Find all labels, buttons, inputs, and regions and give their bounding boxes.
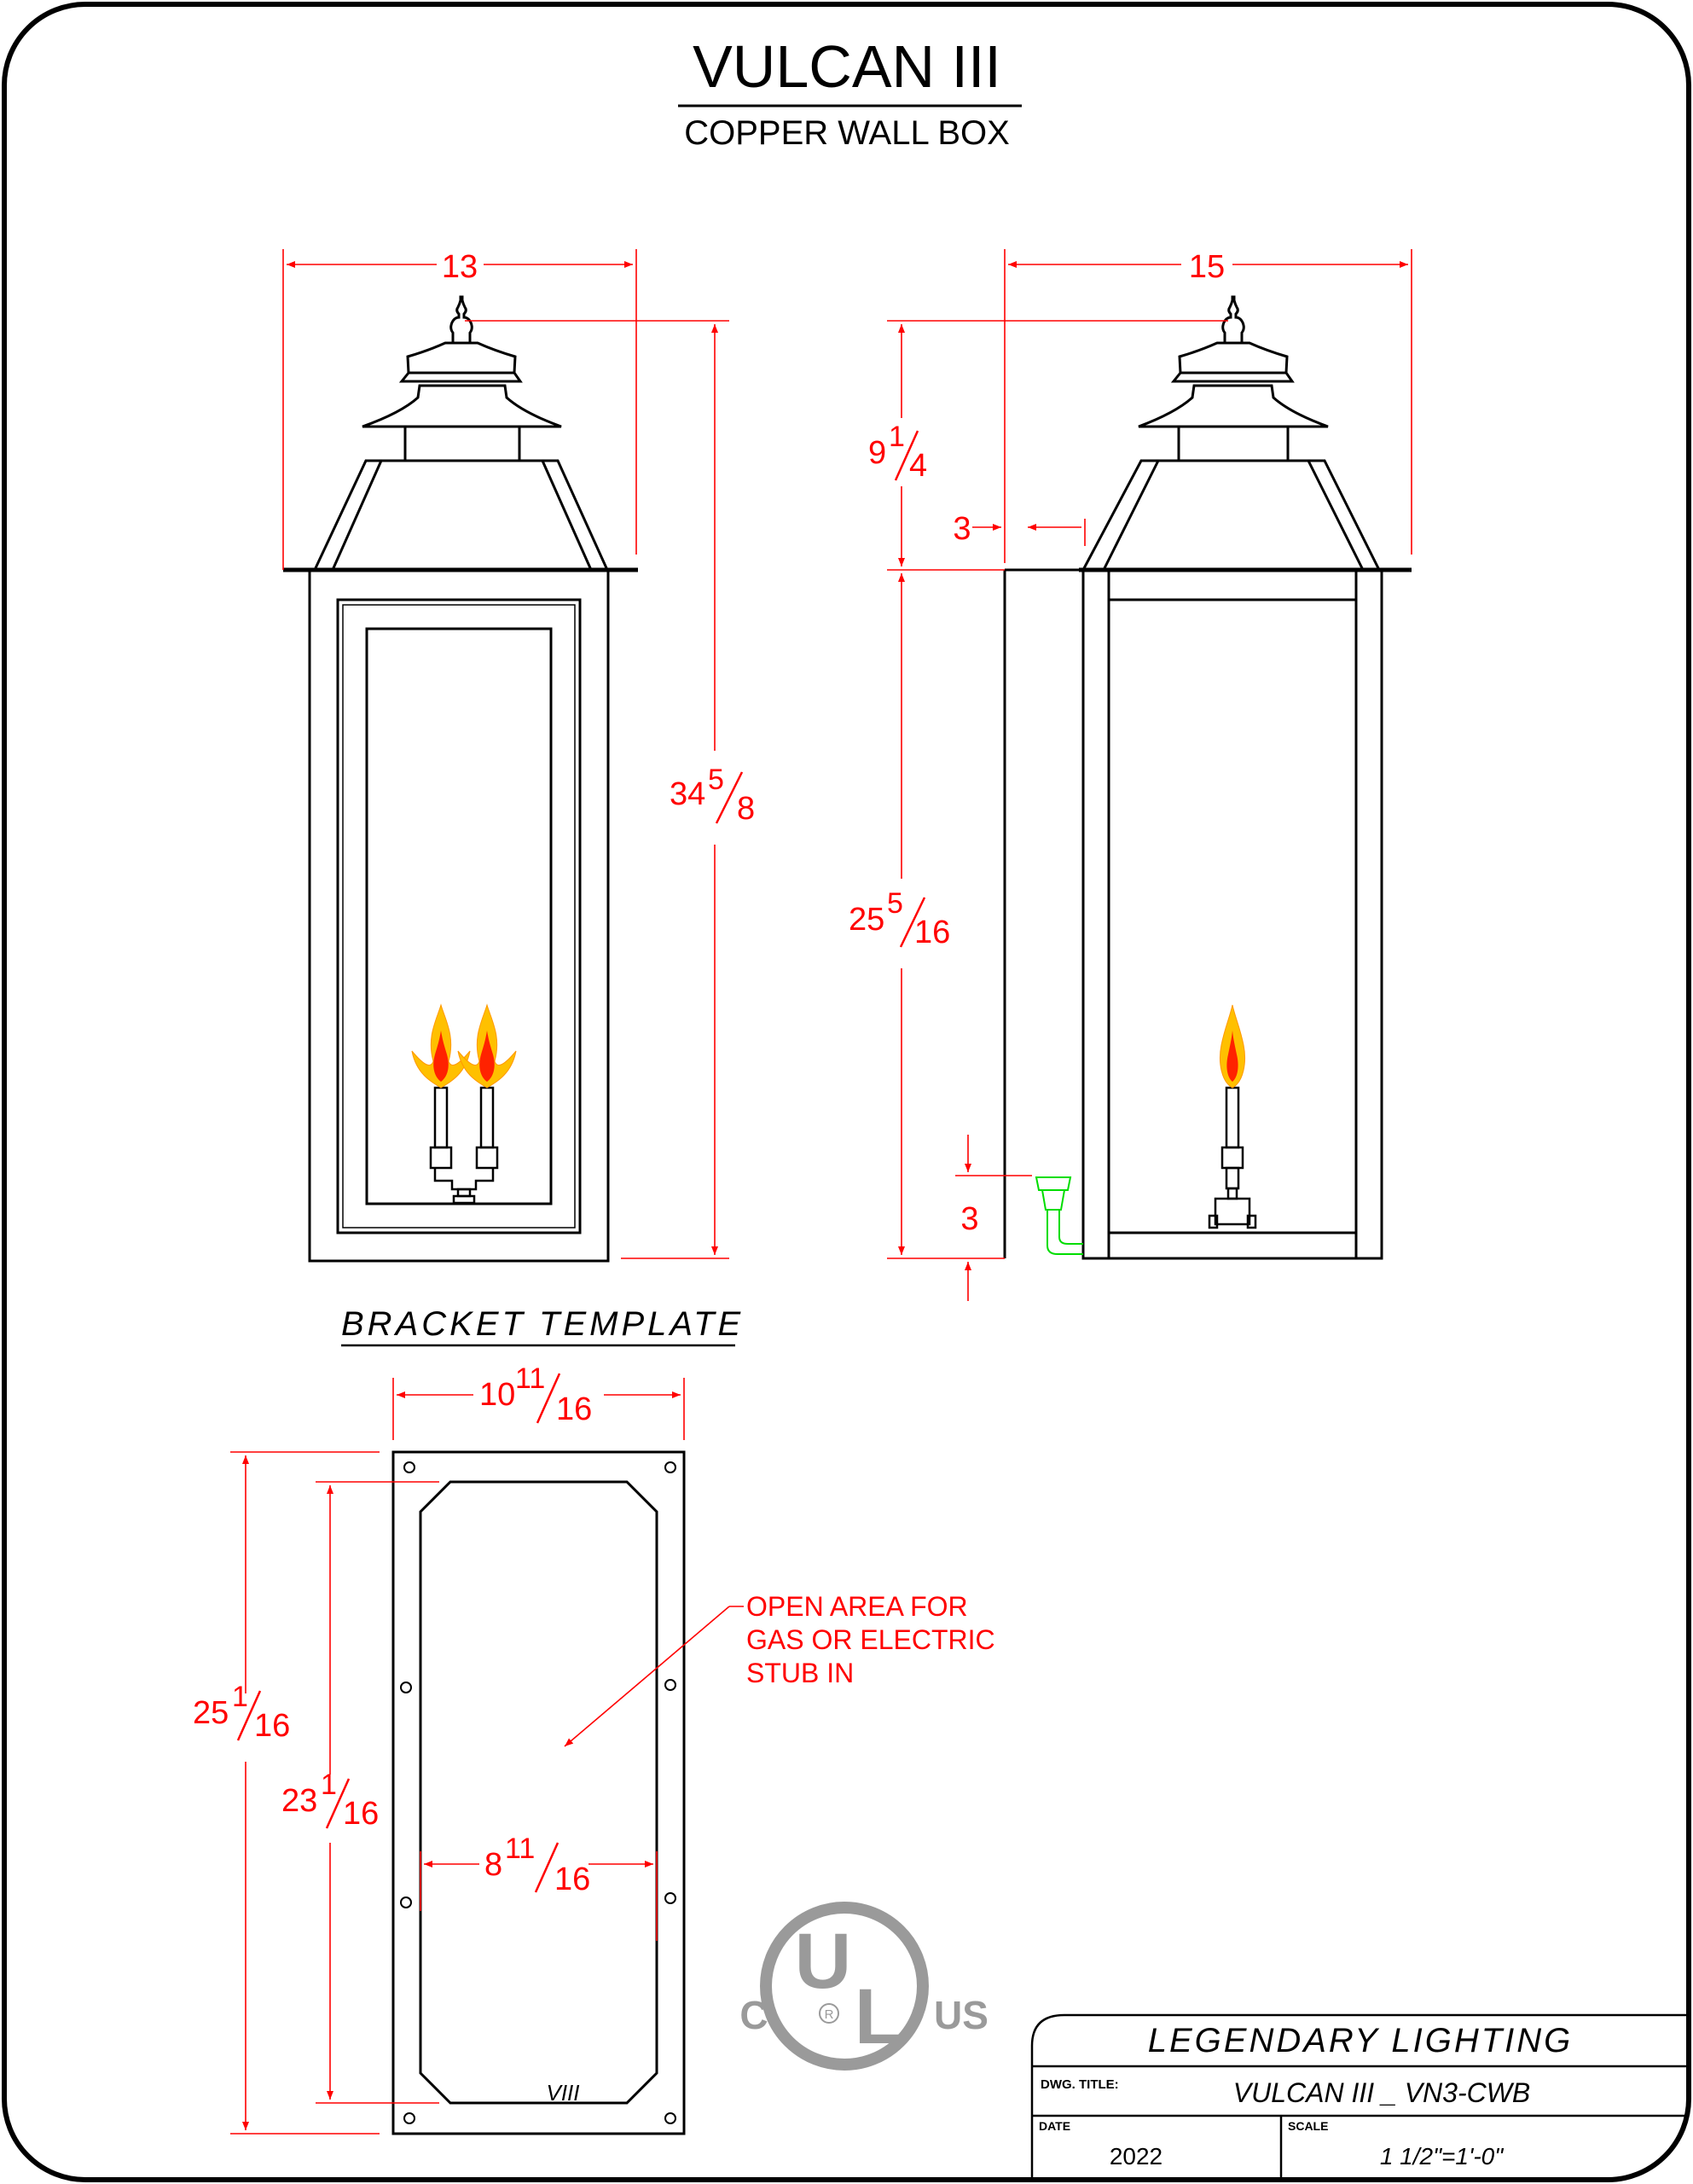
svg-text:11: 11 (505, 1833, 535, 1865)
side-flame (1220, 1004, 1245, 1089)
side-dimensions (887, 249, 1412, 1301)
side-top-dim: 9 1 4 (868, 421, 927, 484)
side-body-dim: 25 5 16 (849, 887, 950, 950)
front-finial (449, 295, 473, 343)
bracket-template-label: BRACKET TEMPLATE (341, 1305, 744, 1343)
front-burners (429, 1086, 499, 1205)
flame-right-inner (479, 1031, 495, 1082)
front-dimensions (282, 249, 729, 1259)
bracket-width-dim: 10 11 16 (479, 1362, 592, 1427)
front-height-dim: 34 5 8 (670, 764, 755, 827)
front-collar (403, 425, 521, 462)
svg-text:16: 16 (556, 1391, 592, 1427)
side-finial (1221, 295, 1245, 343)
svg-text:C: C (739, 1993, 768, 2037)
side-depth-dim: 15 (1189, 249, 1225, 285)
scale-value: 1 1/2"=1'-0" (1380, 2143, 1504, 2169)
svg-text:9: 9 (868, 435, 886, 471)
page-title: VULCAN III (693, 33, 1001, 100)
svg-text:11: 11 (515, 1362, 545, 1395)
svg-text:L: L (855, 1973, 902, 2060)
bracket-inner-width-dim: 8 11 16 (484, 1833, 590, 1897)
side-body (1081, 568, 1383, 1260)
bracket-dimensions (230, 1378, 744, 2135)
dwg-title-label: DWG. TITLE: (1041, 2077, 1119, 2092)
svg-text:16: 16 (554, 1862, 590, 1897)
dwg-title: VULCAN III _ VN3-CWB (1233, 2077, 1531, 2108)
side-wall-box (1003, 568, 1083, 1258)
bracket-note: OPEN AREA FOR GAS OR ELECTRIC STUB IN (746, 1591, 995, 1688)
scale-label: SCALE (1288, 2119, 1328, 2133)
side-stub-dim: 3 (960, 1201, 978, 1237)
flame-left-inner (433, 1031, 449, 1082)
bracket-note-line-1: OPEN AREA FOR (746, 1591, 968, 1622)
date-value: 2022 (1110, 2143, 1162, 2169)
svg-text:U: U (795, 1918, 851, 2005)
front-door-frame (336, 598, 582, 1234)
bracket-outer-height-dim: 25 1 16 (193, 1681, 290, 1744)
svg-text:8: 8 (484, 1847, 502, 1883)
front-pagoda-roof (362, 384, 562, 428)
page-subtitle: COPPER WALL BOX (684, 114, 1010, 152)
front-body (308, 568, 610, 1263)
bracket-outer (391, 1450, 686, 2135)
front-roof (312, 459, 610, 572)
bracket-inner-height-dim: 23 1 16 (281, 1769, 379, 1832)
svg-text:16: 16 (254, 1708, 290, 1744)
bracket-stamp: VIII (546, 2080, 579, 2106)
svg-text:10: 10 (479, 1377, 515, 1413)
company-name: LEGENDARY LIGHTING (1148, 2022, 1574, 2059)
side-collar (1177, 425, 1290, 462)
front-flames (411, 1003, 517, 1089)
front-view (283, 295, 638, 1263)
bracket-note-line-3: STUB IN (746, 1658, 854, 1688)
svg-text:1: 1 (889, 421, 905, 453)
side-cap (1170, 341, 1295, 383)
svg-text:16: 16 (914, 915, 950, 950)
svg-text:5: 5 (887, 887, 903, 920)
date-label: DATE (1039, 2119, 1070, 2133)
side-offset-dim: 3 (953, 511, 971, 547)
bracket-plate (391, 1450, 686, 2135)
gas-stub-line (1035, 1176, 1083, 1255)
svg-text:16: 16 (343, 1796, 379, 1832)
svg-text:R: R (825, 2007, 834, 2022)
bracket-holes (400, 1461, 676, 2124)
bracket-note-line-2: GAS OR ELECTRIC (746, 1624, 995, 1655)
side-view (1003, 295, 1412, 1260)
front-width-dim: 13 (442, 249, 478, 285)
side-pagoda-roof (1138, 384, 1329, 428)
svg-text:25: 25 (193, 1695, 229, 1731)
front-glass-panel (342, 604, 576, 1228)
front-cap (398, 341, 523, 383)
svg-text:23: 23 (281, 1783, 317, 1819)
svg-text:1: 1 (321, 1769, 337, 1801)
front-inner-panel (365, 627, 553, 1205)
title-block (1030, 2013, 1689, 2180)
bracket-opening (419, 1480, 658, 2105)
side-burner (1208, 1086, 1257, 1229)
svg-text:5: 5 (708, 764, 724, 796)
svg-text:US: US (934, 1993, 989, 2037)
ul-certification-logo: C U L R US (739, 1902, 989, 2071)
header: VULCAN III COPPER WALL BOX (678, 33, 1022, 152)
svg-text:4: 4 (909, 448, 927, 484)
svg-text:25: 25 (849, 902, 884, 938)
svg-text:1: 1 (232, 1681, 248, 1713)
svg-text:34: 34 (670, 776, 705, 812)
svg-text:8: 8 (737, 791, 755, 827)
